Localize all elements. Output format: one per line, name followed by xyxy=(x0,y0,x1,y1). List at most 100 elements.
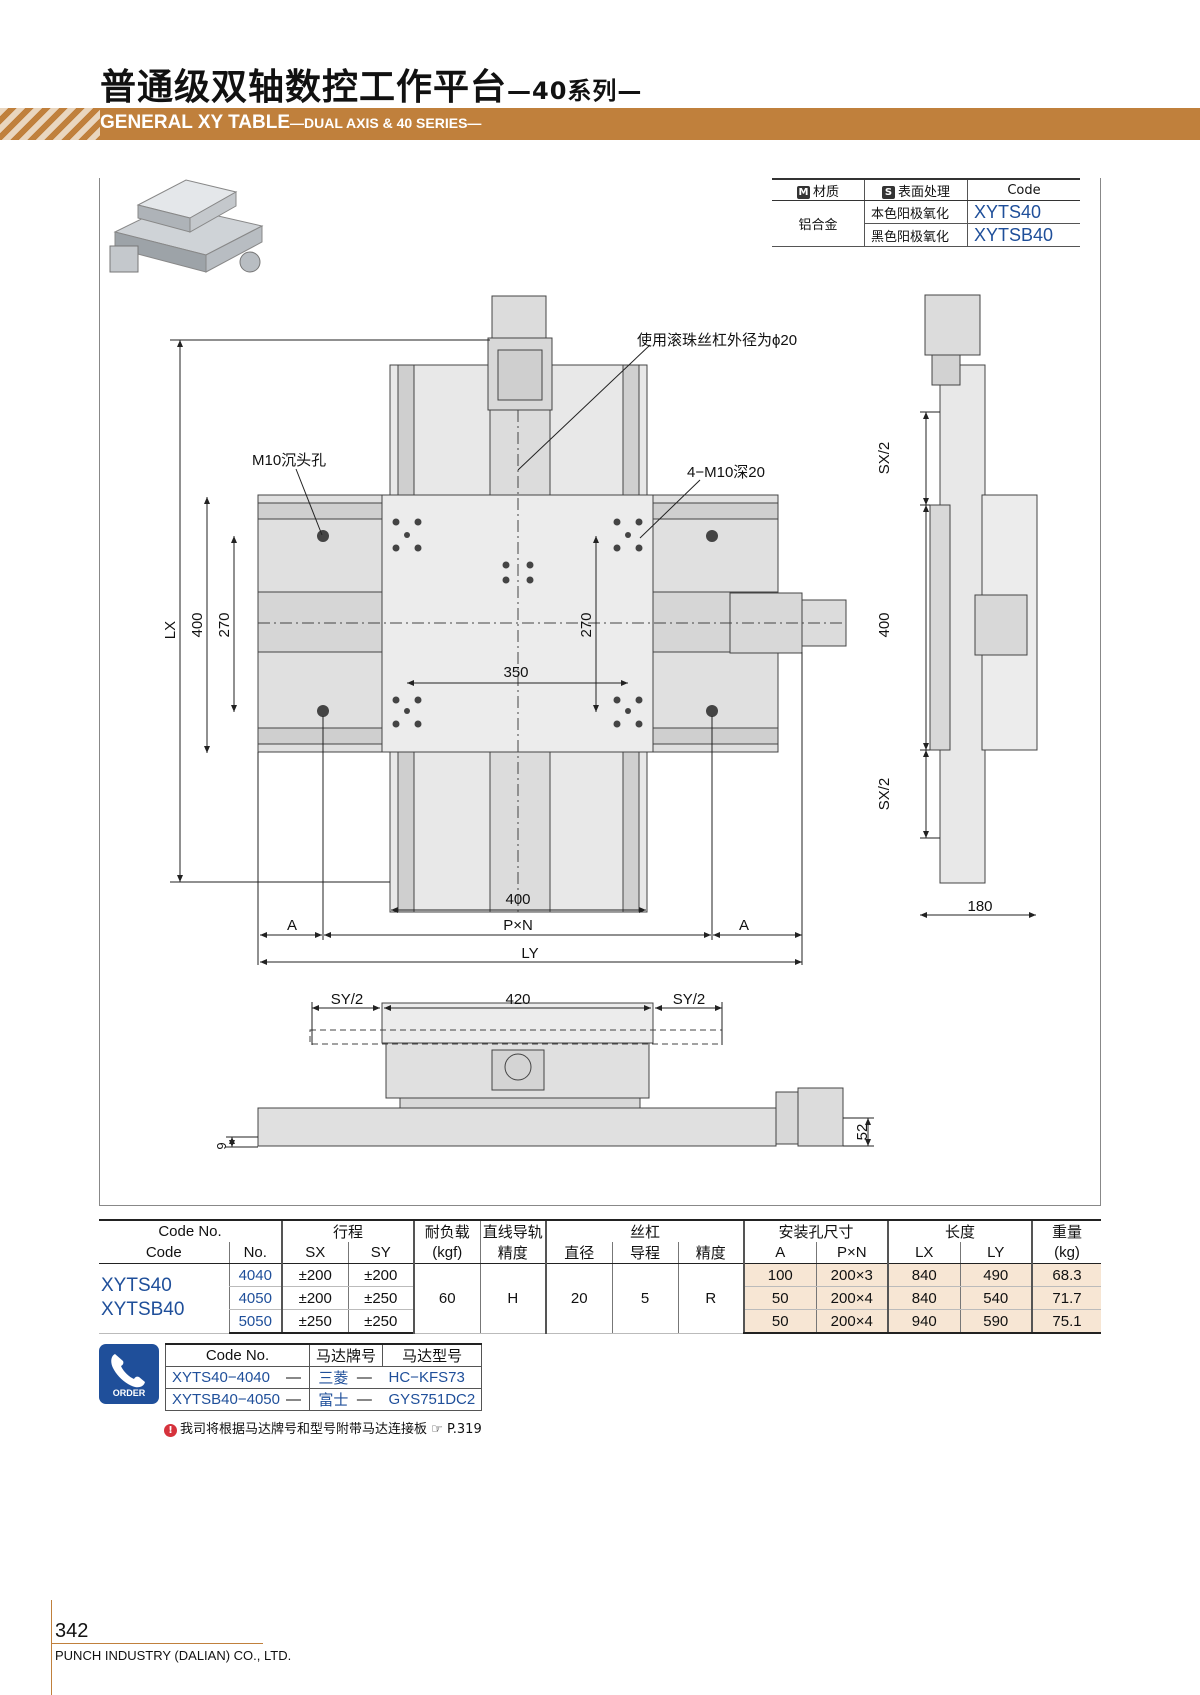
material-value: 铝合金 xyxy=(772,200,865,247)
footer-vertical-rule xyxy=(51,1600,52,1695)
dim-350: 350 xyxy=(503,664,528,681)
dim-a-right: A xyxy=(739,917,749,934)
code-xyts40-row: XYTS40 xyxy=(101,1275,172,1297)
header-weight-unit: (kg) xyxy=(1031,1242,1101,1264)
page-title-cn: 普通级双轴数控工作平台—40系列— xyxy=(100,67,643,108)
order-dash: — xyxy=(286,1388,310,1411)
table-row: 4050 ±200 ±250 50 200×4 840 540 71.7 xyxy=(99,1286,1101,1310)
cell-pxn: 200×4 xyxy=(815,1286,888,1310)
code-header: Code xyxy=(967,178,1080,201)
dim-400-vertical: 400 xyxy=(189,612,206,637)
technical-drawing: 使用滚珠丝杠外径为ϕ20 M10沉头孔 4−M10深20 LX 400 270 … xyxy=(109,179,1038,1150)
drawing-frame xyxy=(99,178,1101,1206)
title-band xyxy=(0,108,1200,140)
header-a: A xyxy=(743,1242,816,1264)
cell-lx: 840 xyxy=(887,1286,960,1310)
page-title-cn-suffix: —40系列— xyxy=(507,77,643,105)
header-sx: SX xyxy=(281,1242,348,1264)
cell-weight: 71.7 xyxy=(1031,1286,1101,1310)
cell-no: 4050 xyxy=(228,1286,282,1310)
header-load-unit: (kgf) xyxy=(413,1242,480,1264)
cell-load: 60 xyxy=(413,1263,480,1334)
dim-a-left: A xyxy=(287,917,297,934)
dim-270-left: 270 xyxy=(216,612,233,637)
dim-270-center: 270 xyxy=(578,612,595,637)
cell-pxn: 200×3 xyxy=(815,1263,888,1287)
order-note-ref: P.319 xyxy=(446,1422,482,1437)
dim-ly: LY xyxy=(521,945,538,962)
header-guide: 直线导轨 xyxy=(479,1219,546,1242)
cell-a: 50 xyxy=(743,1286,816,1310)
order-dash: — xyxy=(356,1366,383,1389)
order-header-model: 马达型号 xyxy=(382,1343,483,1367)
order-brand: 富士 xyxy=(308,1388,357,1411)
header-lead: 导程 xyxy=(611,1242,678,1264)
spec-table: Code No. 行程 耐负载 直线导轨 丝杠 安装孔尺寸 长度 重量 Code… xyxy=(99,1219,1101,1334)
phone-icon xyxy=(111,1354,145,1388)
product-photo xyxy=(109,179,264,273)
header-lx: LX xyxy=(887,1242,960,1264)
order-header-code-no: Code No. xyxy=(165,1343,310,1367)
dim-180: 180 xyxy=(967,898,992,915)
order-note: !我司将根据马达牌号和型号附带马达连接板 ☞ P.319 xyxy=(164,1418,482,1437)
cell-diameter: 20 xyxy=(545,1263,612,1334)
cell-weight: 75.1 xyxy=(1031,1309,1101,1334)
cell-weight: 68.3 xyxy=(1031,1263,1101,1287)
order-table: Code No. 马达牌号 马达型号 XYTS40−4040 — 三菱 — HC… xyxy=(165,1343,483,1411)
y-motor xyxy=(491,295,547,339)
dim-sy2-left: SY/2 xyxy=(331,991,364,1008)
header-length: 长度 xyxy=(887,1219,1032,1242)
label-counterbore: M10沉头孔 xyxy=(252,452,326,469)
order-model: HC−KFS73 xyxy=(382,1366,483,1389)
dim-400-horizontal: 400 xyxy=(505,891,530,908)
cell-lx: 840 xyxy=(887,1263,960,1287)
header-load: 耐负载 xyxy=(413,1219,480,1242)
dim-420: 420 xyxy=(505,991,530,1008)
cell-sy: ±200 xyxy=(347,1263,414,1287)
header-code-no: Code No. xyxy=(99,1219,282,1242)
cell-lx: 940 xyxy=(887,1309,960,1334)
cell-a: 100 xyxy=(743,1263,816,1287)
top-view xyxy=(170,295,847,965)
page-title-en-suffix: —DUAL AXIS & 40 SERIES— xyxy=(290,115,482,131)
cell-no: 4040 xyxy=(228,1263,282,1287)
front-view xyxy=(226,1002,874,1148)
cell-a: 50 xyxy=(743,1309,816,1334)
header-screw: 丝杠 xyxy=(545,1219,744,1242)
code-xytsb40: XYTSB40 xyxy=(967,223,1080,247)
header-no: No. xyxy=(228,1242,282,1264)
order-note-text: 我司将根据马达牌号和型号附带马达连接板 xyxy=(180,1422,428,1437)
dim-400-side: 400 xyxy=(876,612,893,637)
table-row: XYTSB40−4050 — 富士 — GYS751DC2 xyxy=(165,1388,483,1411)
order-code: XYTS40−4040 xyxy=(165,1366,286,1389)
pointing-hand-icon: ☞ xyxy=(431,1422,443,1437)
cell-guide-accuracy: H xyxy=(479,1263,546,1334)
cell-sx: ±200 xyxy=(281,1263,348,1287)
s-tag-icon: S xyxy=(881,185,895,199)
order-model: GYS751DC2 xyxy=(382,1388,483,1411)
surface-natural: 本色阳极氧化 xyxy=(864,200,968,224)
dim-sx2-top: SX/2 xyxy=(876,442,893,475)
header-code: Code xyxy=(99,1242,229,1264)
header-sy: SY xyxy=(347,1242,414,1264)
header-mount: 安装孔尺寸 xyxy=(743,1219,888,1242)
page-number: 342 xyxy=(55,1620,89,1642)
order-code: XYTSB40−4050 xyxy=(165,1388,286,1411)
order-brand: 三菱 xyxy=(308,1366,357,1389)
dim-sx2-bottom: SX/2 xyxy=(876,778,893,811)
header-ly: LY xyxy=(959,1242,1032,1264)
cell-no: 5050 xyxy=(228,1309,282,1334)
code-xytsb40-row: XYTSB40 xyxy=(101,1299,185,1321)
page-title-en: GENERAL XY TABLE—DUAL AXIS & 40 SERIES— xyxy=(100,112,482,133)
order-dash: — xyxy=(286,1366,310,1389)
header-pxn: P×N xyxy=(815,1242,888,1264)
label-ball-screw: 使用滚珠丝杠外径为ϕ20 xyxy=(637,332,797,349)
cell-ly: 490 xyxy=(959,1263,1032,1287)
m-tag-icon: M xyxy=(796,185,810,199)
table-row: 5050 ±250 ±250 50 200×4 940 590 75.1 xyxy=(99,1309,1101,1334)
header-weight: 重量 xyxy=(1031,1219,1101,1242)
